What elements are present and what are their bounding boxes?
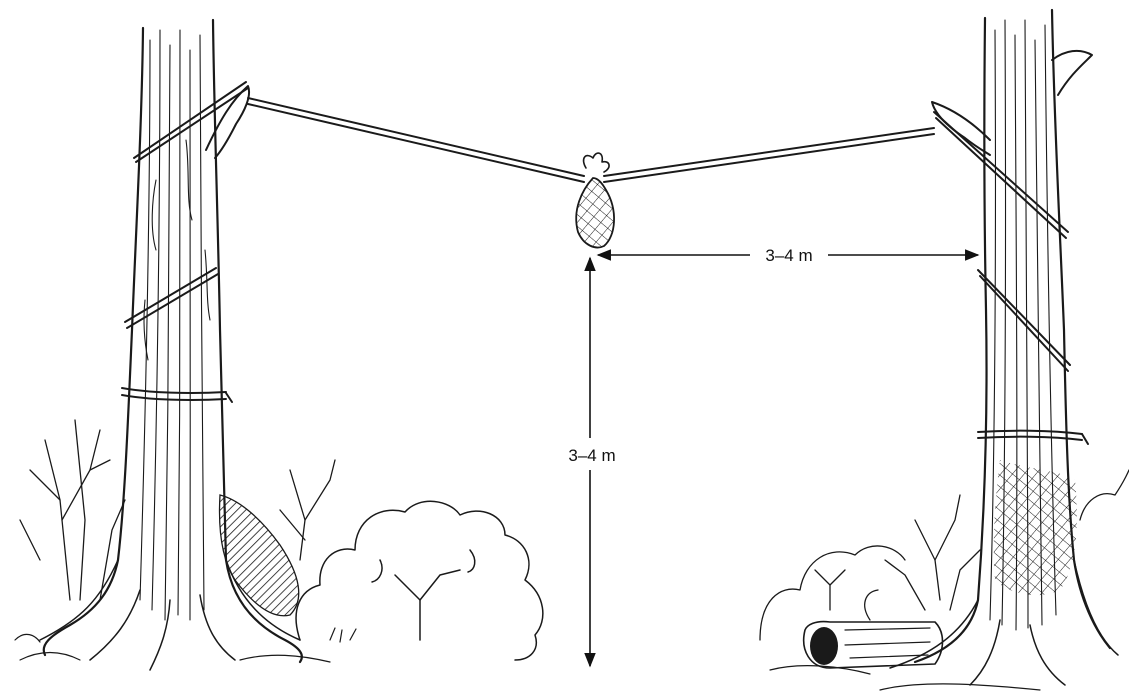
suspension-rope [248, 98, 934, 182]
horizontal-dimension-label: 3–4 m [765, 246, 812, 265]
center-bush [296, 501, 543, 660]
vertical-dimension: 3–4 m [568, 258, 615, 666]
left-ground [15, 628, 356, 662]
fallen-log [804, 590, 943, 668]
right-tree [890, 10, 1118, 685]
left-tree [40, 20, 302, 670]
food-bag [576, 153, 614, 247]
vertical-dimension-label: 3–4 m [568, 446, 615, 465]
right-ground [770, 666, 1040, 690]
horizontal-dimension: 3–4 m [598, 246, 978, 265]
